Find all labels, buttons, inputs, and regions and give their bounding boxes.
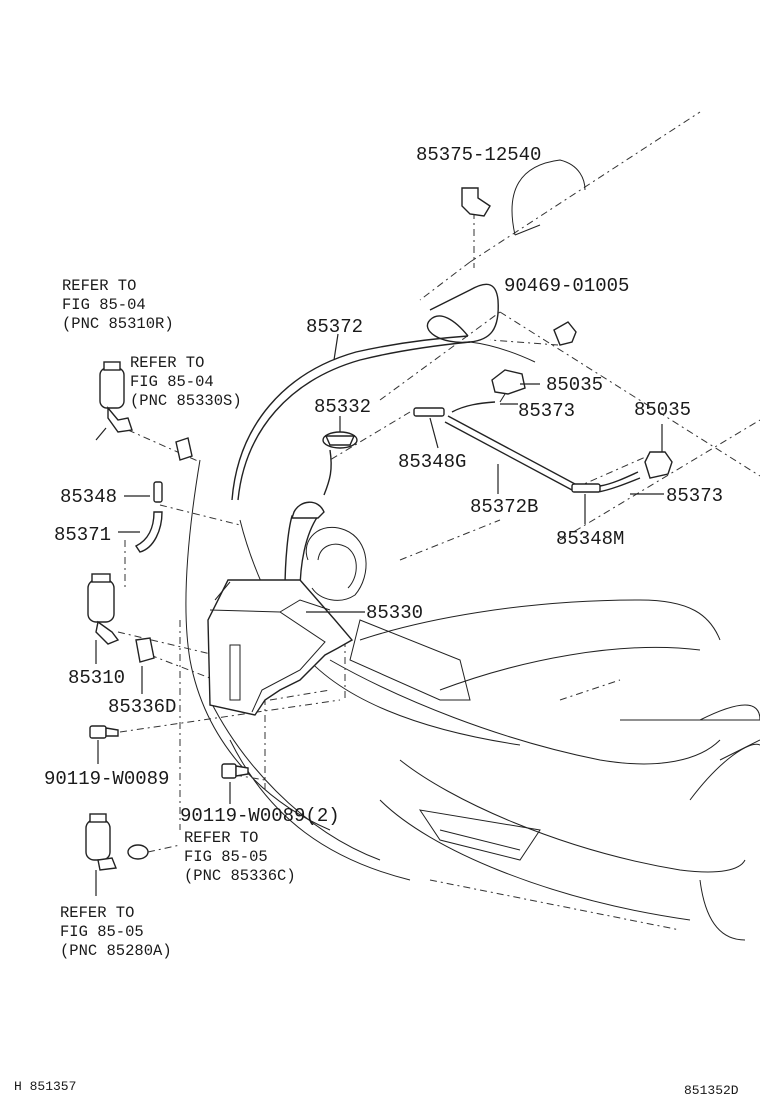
- grommet-85330s-ref: [175, 437, 193, 461]
- label-85372: 85372: [306, 316, 363, 338]
- bolt-90119: [89, 725, 119, 739]
- ref-note-line: FIG 85-05: [60, 923, 144, 941]
- ref-note-line: REFER TO: [130, 354, 204, 372]
- ref-note-line: REFER TO: [184, 829, 258, 847]
- ref-note-line: (PNC 85330S): [130, 392, 242, 410]
- reference-note-85336c: REFER TO FIG 85-05 (PNC 85336C): [184, 829, 296, 885]
- label-90119-w0089-2: 90119-W0089(2): [180, 805, 340, 827]
- label-85336d: 85336D: [108, 696, 176, 718]
- label-85035-upper: 85035: [546, 374, 603, 396]
- pump-85310: [87, 573, 120, 645]
- hose-85371: [134, 511, 163, 553]
- connector-85348: [153, 481, 163, 503]
- label-85373-upper: 85373: [518, 400, 575, 422]
- grommet-85336d: [135, 637, 155, 663]
- ref-note-line: FIG 85-04: [62, 296, 146, 314]
- ref-note-line: (PNC 85336C): [184, 867, 296, 885]
- label-85373-right: 85373: [666, 485, 723, 507]
- label-85035-right: 85035: [634, 399, 691, 421]
- label-85330: 85330: [366, 602, 423, 624]
- pump-85280a-ref: [85, 813, 117, 871]
- label-85375-12540: 85375-12540: [416, 144, 541, 166]
- label-85372b: 85372B: [470, 496, 538, 518]
- reference-note-85310r: REFER TO FIG 85-04 (PNC 85310R): [62, 277, 174, 333]
- clip-85375: [461, 187, 491, 217]
- reference-note-85280a: REFER TO FIG 85-05 (PNC 85280A): [60, 904, 172, 960]
- pump-85310r-ref: [99, 361, 133, 433]
- part-number-labels: 85375-12540 90469-01005 85372 85332 8503…: [44, 144, 723, 827]
- label-85332: 85332: [314, 396, 371, 418]
- grommet-85336c-ref: [127, 844, 149, 860]
- washer-reservoir: [207, 501, 354, 716]
- filler-cap: [322, 431, 358, 449]
- ref-note-line: REFER TO: [62, 277, 136, 295]
- bolt-90119-2: [221, 763, 249, 779]
- label-90119-w0089: 90119-W0089: [44, 768, 169, 790]
- label-90469-01005: 90469-01005: [504, 275, 629, 297]
- ref-note-line: FIG 85-05: [184, 848, 268, 866]
- footer-left-code: H 851357: [14, 1079, 76, 1094]
- connector-85348m: [571, 483, 601, 493]
- leader-lines: [95, 333, 664, 896]
- connector-85348g: [413, 407, 445, 417]
- washer-nozzle-upper: [491, 369, 526, 403]
- label-85348: 85348: [60, 486, 117, 508]
- reference-note-85330s: REFER TO FIG 85-04 (PNC 85330S): [130, 354, 242, 410]
- footer-right-code: 851352D: [684, 1083, 739, 1098]
- ref-note-line: (PNC 85280A): [60, 942, 172, 960]
- clip-90469: [553, 321, 577, 346]
- label-85310: 85310: [68, 667, 125, 689]
- ref-note-line: FIG 85-04: [130, 373, 214, 391]
- washer-nozzle-right: [644, 451, 673, 479]
- ref-note-line: REFER TO: [60, 904, 134, 922]
- label-85371: 85371: [54, 524, 111, 546]
- label-85348m: 85348M: [556, 528, 624, 550]
- ref-note-line: (PNC 85310R): [62, 315, 174, 333]
- label-85348g: 85348G: [398, 451, 466, 473]
